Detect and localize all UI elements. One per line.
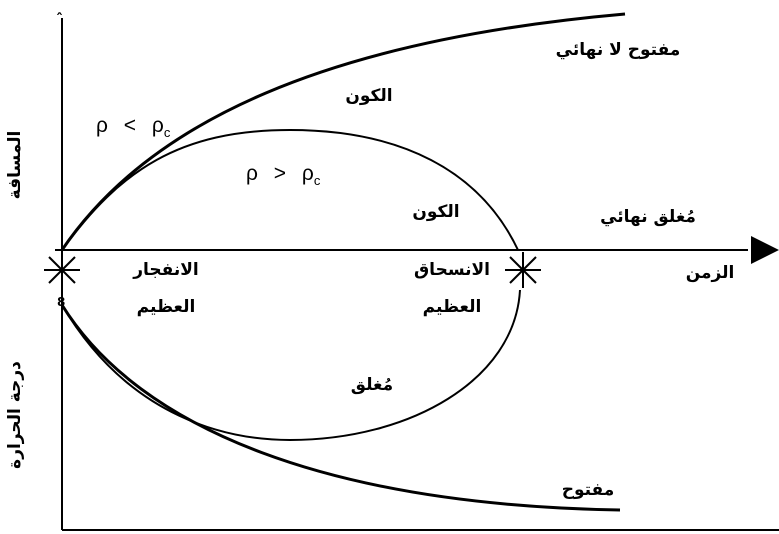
big-crunch-star-icon: [505, 252, 541, 288]
temperature-origin-mark: 8: [57, 295, 65, 309]
open-temperature-curve: [60, 304, 621, 512]
open-temperature-label: مفتوح: [562, 480, 615, 500]
big-crunch-label-line2: العظيم: [423, 297, 482, 317]
time-axis-label: الزمن: [686, 263, 735, 283]
time-axis-arrowhead: [751, 236, 779, 264]
open-universe-label: الكون: [345, 86, 392, 106]
big-crunch-label-line1: الانسحاق: [414, 260, 490, 280]
closed-temperature-curve: [61, 289, 521, 442]
closed-density-condition: ρ > ρc: [246, 162, 321, 188]
open-density-condition: ρ < ρc: [96, 114, 171, 140]
open-distance-curve: [60, 12, 626, 251]
closed-temperature-label: مُغلق: [351, 375, 393, 395]
temperature-axis-label: درجة الحرارة: [5, 361, 25, 469]
distance-axis-label: المسافة: [5, 131, 25, 200]
big-bang-label-line1: الانفجار: [132, 260, 199, 280]
closed-universe-label: الكون: [412, 202, 459, 222]
big-bang-star-icon: [44, 252, 80, 288]
closed-finite-label: مُغلق نهائي: [600, 207, 696, 227]
big-bang-label-line2: العظيم: [137, 297, 196, 317]
open-infinite-label: مفتوح لا نهائي: [556, 40, 681, 60]
top-tick-mark: ˆ: [56, 12, 63, 28]
closed-distance-curve: [61, 128, 519, 251]
